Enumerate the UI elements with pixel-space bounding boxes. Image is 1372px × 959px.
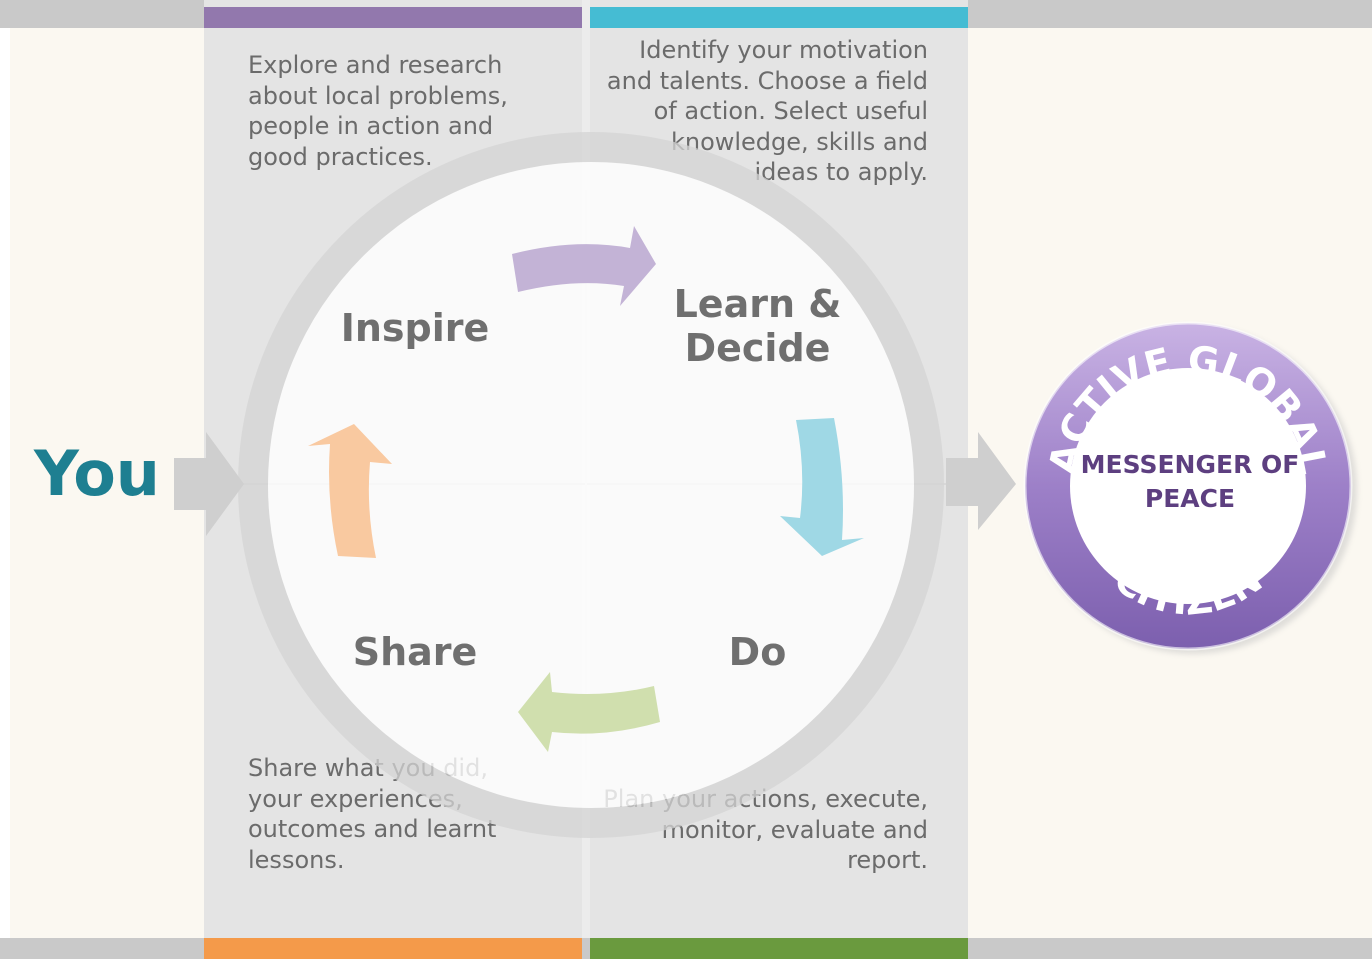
learn-decide-description: Identify your motivation and talents. Ch… (606, 36, 928, 186)
do-to-share-arrow (518, 672, 660, 752)
inspire-color-cap (204, 7, 582, 28)
share-to-inspire-arrow (308, 424, 392, 558)
learn-to-do-arrow (780, 418, 864, 556)
inspire-description: Explore and research about local problem… (248, 51, 508, 171)
cycle-ring (238, 132, 944, 838)
cycle-disc (268, 162, 914, 808)
share-color-cap (204, 938, 582, 959)
badge-inner-text: MESSENGER OF PEACE (1080, 450, 1300, 513)
inspire-to-learn-arrow (512, 226, 656, 306)
stage-label-share: Share (352, 630, 478, 674)
stage-label-do: Do (728, 630, 787, 674)
left-margin-strip (0, 28, 10, 938)
citizen-badge: ACTIVE GLOBAL CITIZEN (1023, 321, 1357, 654)
stage-label-inspire: Inspire (340, 306, 490, 350)
do-color-cap (590, 938, 968, 959)
learn-decide-color-cap (590, 7, 968, 28)
stage-label-learn-decide: Learn & Decide (673, 282, 842, 370)
you-input-arrow (174, 432, 244, 536)
you-label: You (34, 437, 160, 510)
output-arrow (946, 432, 1016, 530)
